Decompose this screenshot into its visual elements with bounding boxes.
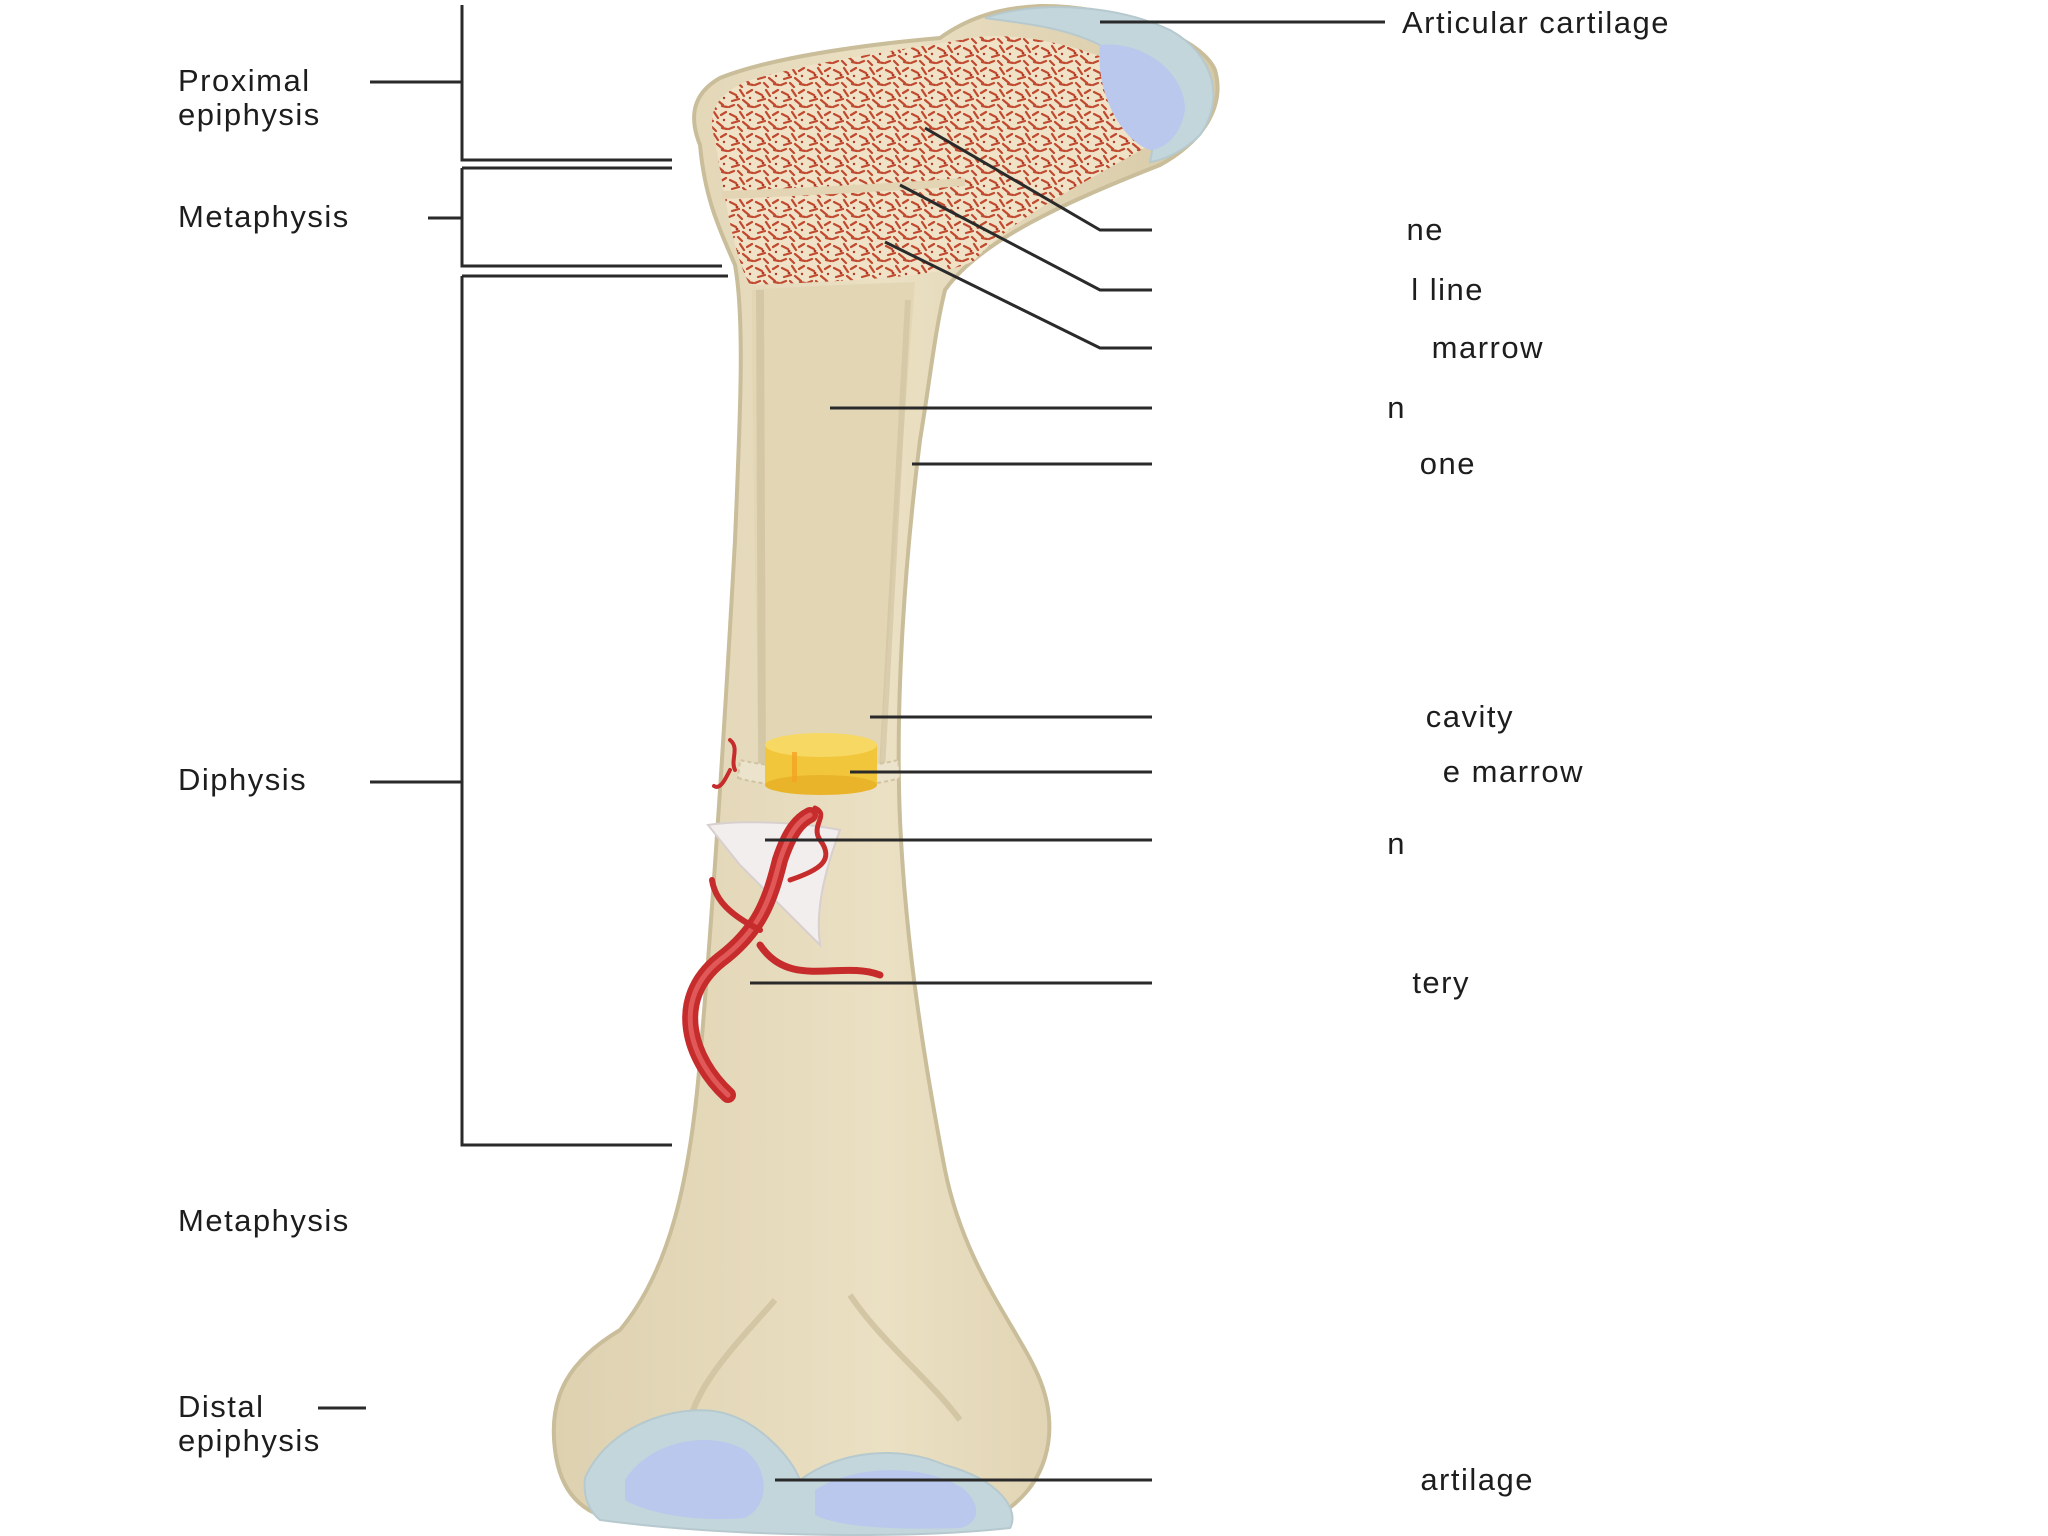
label-nutrient-artery-clip: tery: [1384, 965, 1470, 1001]
spongy-bone-region: [712, 36, 1156, 285]
label-nutrient-artery: tery: [1412, 965, 1470, 1001]
label-endosteum: n: [1387, 390, 1406, 426]
label-periosteum: n: [1387, 826, 1406, 862]
label-metaphysis-bottom: Metaphysis: [178, 1204, 368, 1238]
label-yellow-marrow: e marrow: [1443, 754, 1584, 790]
label-compact-bone-clip: one: [1384, 446, 1476, 482]
label-yellow-marrow-clip: e marrow: [1384, 754, 1584, 790]
label-medullary-cavity-clip: cavity: [1384, 699, 1514, 735]
label-articular-cartilage-bottom: artilage: [1420, 1462, 1534, 1498]
left-brackets: [318, 5, 728, 1408]
label-articular-cartilage-bottom-clip: artilage: [1384, 1462, 1534, 1498]
label-proximal-epiphysis-line1: Proximal: [178, 64, 311, 98]
label-red-marrow-clip: marrow: [1384, 330, 1544, 366]
label-proximal-epiphysis-line2: epiphysis: [178, 98, 368, 132]
label-metaphysis-top: Metaphysis: [178, 200, 368, 234]
label-articular-cartilage-top: Articular cartilage: [1402, 6, 1670, 40]
label-distal-epiphysis-line2: epiphysis: [178, 1424, 368, 1458]
label-spongy-bone-clip: ne: [1384, 212, 1444, 248]
label-compact-bone: one: [1420, 446, 1476, 482]
label-diaphysis: Diphysis: [178, 763, 307, 797]
label-red-marrow: marrow: [1432, 330, 1544, 366]
label-distal-epiphysis-line1: Distal: [178, 1390, 265, 1424]
label-medullary-cavity: cavity: [1426, 699, 1514, 735]
label-endosteum-clip: n: [1384, 390, 1406, 426]
label-epiphyseal-line: l line: [1411, 272, 1484, 308]
label-epiphyseal-line-clip: l line: [1384, 272, 1484, 308]
label-periosteum-clip: n: [1384, 826, 1406, 862]
label-spongy-bone: ne: [1407, 212, 1444, 248]
